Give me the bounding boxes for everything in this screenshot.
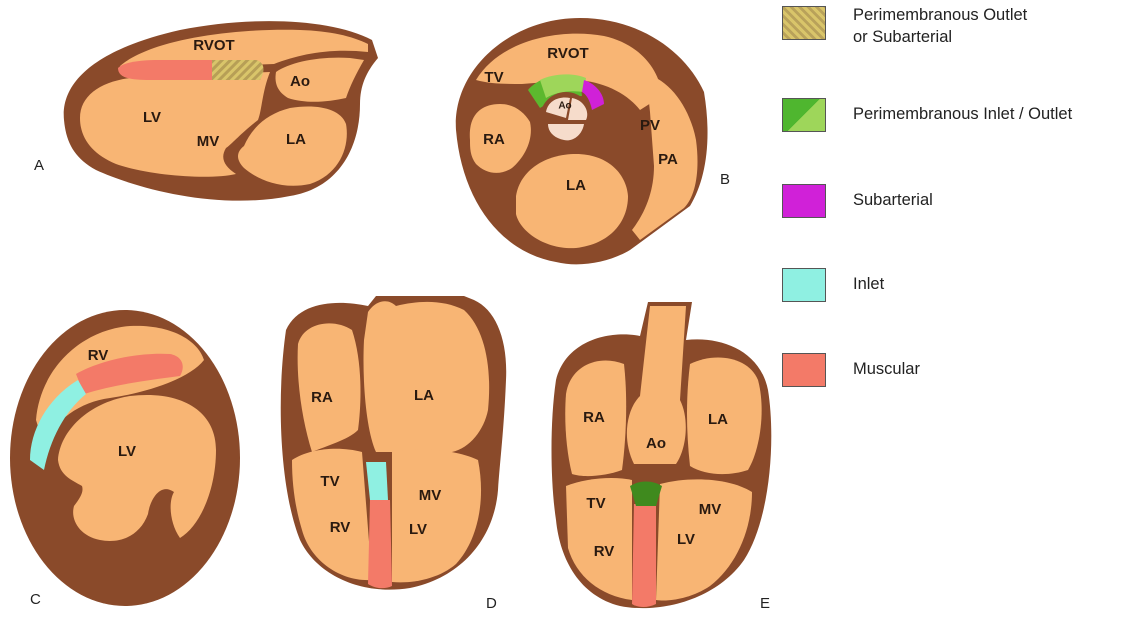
panel-d-letter: D bbox=[486, 595, 497, 612]
panel-b-label-la: LA bbox=[566, 177, 586, 194]
panel-a-label-la: LA bbox=[286, 131, 306, 148]
panel-b-letter: B bbox=[720, 171, 730, 188]
panel-d-label-la: LA bbox=[414, 387, 434, 404]
panel-d-rv bbox=[292, 449, 372, 580]
panel-a-label-ao: Ao bbox=[290, 73, 310, 90]
panel-d-muscular-defect bbox=[368, 500, 392, 588]
inlet-swatch bbox=[782, 268, 826, 302]
panel-b-label-rvot: RVOT bbox=[547, 45, 588, 62]
legend-label-muscular: Muscular bbox=[853, 358, 920, 380]
panel-e bbox=[552, 302, 772, 608]
panel-e-label-tv: TV bbox=[586, 495, 605, 512]
panel-d-label-ra: RA bbox=[311, 389, 333, 406]
panel-a-letter: A bbox=[34, 157, 44, 174]
panel-d-la bbox=[364, 301, 490, 452]
panel-c-label-lv: LV bbox=[118, 443, 136, 460]
perimembranous-outlet-swatch bbox=[782, 6, 826, 40]
panel-d-ra bbox=[298, 323, 361, 452]
panel-b-label-ra: RA bbox=[483, 131, 505, 148]
panel-e-letter: E bbox=[760, 595, 770, 612]
panel-a-label-rvot: RVOT bbox=[193, 37, 234, 54]
legend-label-inlet: Inlet bbox=[853, 273, 884, 295]
panel-a-perimembranous-outlet-defect bbox=[212, 60, 263, 80]
legend-label-subarterial: Subarterial bbox=[853, 189, 933, 211]
panel-b-label-tv: TV bbox=[484, 69, 503, 86]
panel-d-label-lv: LV bbox=[409, 521, 427, 538]
panel-a-label-lv: LV bbox=[143, 109, 161, 126]
perimembranous-inlet-outlet-swatch bbox=[782, 98, 826, 132]
panel-e-muscular-defect bbox=[632, 504, 656, 607]
panel-a-label-mv: MV bbox=[197, 133, 220, 150]
panel-d-lv bbox=[392, 449, 481, 582]
legend-item-inlet: Inlet bbox=[782, 268, 884, 302]
subarterial-swatch bbox=[782, 184, 826, 218]
panel-d-label-mv: MV bbox=[419, 487, 442, 504]
panel-e-label-la: LA bbox=[708, 411, 728, 428]
legend-label-perimembranous-inlet-outlet: Perimembranous Inlet / Outlet bbox=[853, 103, 1072, 125]
panel-d bbox=[281, 296, 506, 590]
legend-item-muscular: Muscular bbox=[782, 353, 920, 387]
panel-d-label-tv: TV bbox=[320, 473, 339, 490]
panel-b-label-pv: PV bbox=[640, 117, 660, 134]
panel-e-label-ra: RA bbox=[583, 409, 605, 426]
panel-e-label-ao: Ao bbox=[646, 435, 666, 452]
panel-a-muscular-defect bbox=[118, 60, 212, 80]
panel-b-label-ao: Ao bbox=[558, 101, 571, 112]
panel-b-label-pa: PA bbox=[658, 151, 678, 168]
legend-item-perimembranous-outlet: Perimembranous Outlet or Subarterial bbox=[782, 6, 1027, 48]
panel-e-label-mv: MV bbox=[699, 501, 722, 518]
panel-e-label-lv: LV bbox=[677, 531, 695, 548]
muscular-swatch bbox=[782, 353, 826, 387]
legend-item-perimembranous-inlet-outlet: Perimembranous Inlet / Outlet bbox=[782, 98, 1072, 132]
legend-item-subarterial: Subarterial bbox=[782, 184, 933, 218]
panel-e-label-rv: RV bbox=[594, 543, 615, 560]
panel-d-label-rv: RV bbox=[330, 519, 351, 536]
panel-c-letter: C bbox=[30, 591, 41, 608]
panel-c-label-rv: RV bbox=[88, 347, 109, 364]
panel-e-lv bbox=[656, 479, 752, 600]
legend-label-perimembranous-outlet: Perimembranous Outlet or Subarterial bbox=[853, 4, 1027, 48]
